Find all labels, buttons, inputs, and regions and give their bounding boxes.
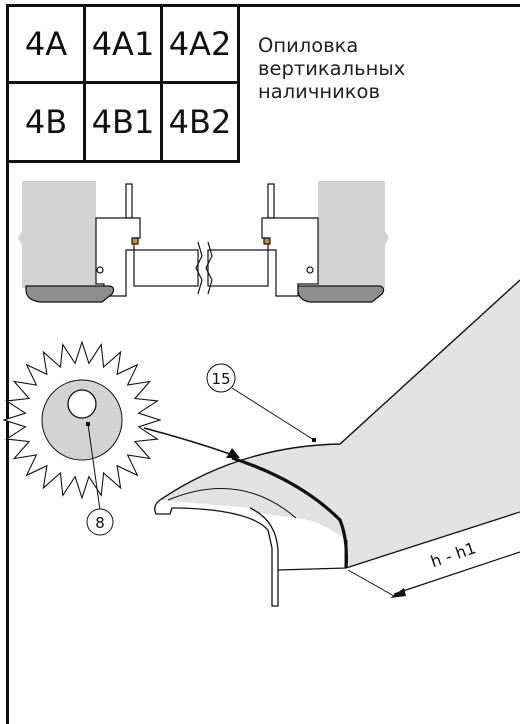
callout-15: 15 <box>206 363 316 442</box>
trim-board <box>154 279 520 607</box>
cut-arrow <box>143 427 240 458</box>
left-wall-panel <box>18 181 96 288</box>
right-wall-panel <box>318 181 389 288</box>
callout-8-label: 8 <box>95 514 105 532</box>
board-top-edge <box>159 279 520 501</box>
left-trim <box>25 285 115 303</box>
code-cell-4b2: 4B2 <box>160 81 240 163</box>
callout-15-label: 15 <box>211 370 230 388</box>
code-grid: 4A 4A1 4A2 4B 4B1 4B2 <box>6 4 240 163</box>
saw-blade <box>2 340 162 500</box>
callout-8: 8 <box>86 423 114 536</box>
title-line-3: наличников <box>258 80 380 103</box>
code-cell-4a1: 4A1 <box>83 4 163 84</box>
board-top-face <box>160 280 520 568</box>
page-frame <box>6 4 520 724</box>
blade-hole <box>67 389 97 419</box>
code-cell-4a2: 4A2 <box>160 4 240 84</box>
title-line-2: вертикальных <box>258 57 406 80</box>
right-frame-profile <box>261 183 319 297</box>
page-title: Опиловка вертикальных наличников <box>258 34 405 103</box>
left-frame-profile <box>95 183 141 297</box>
right-trim <box>297 285 385 303</box>
title-line-1: Опиловка <box>258 34 359 57</box>
door-frame-section <box>18 181 389 303</box>
board-end-profile <box>154 499 279 607</box>
blade-disc <box>41 379 123 461</box>
door-leaf <box>133 241 269 295</box>
dimension-label: h - h1 <box>428 538 478 571</box>
